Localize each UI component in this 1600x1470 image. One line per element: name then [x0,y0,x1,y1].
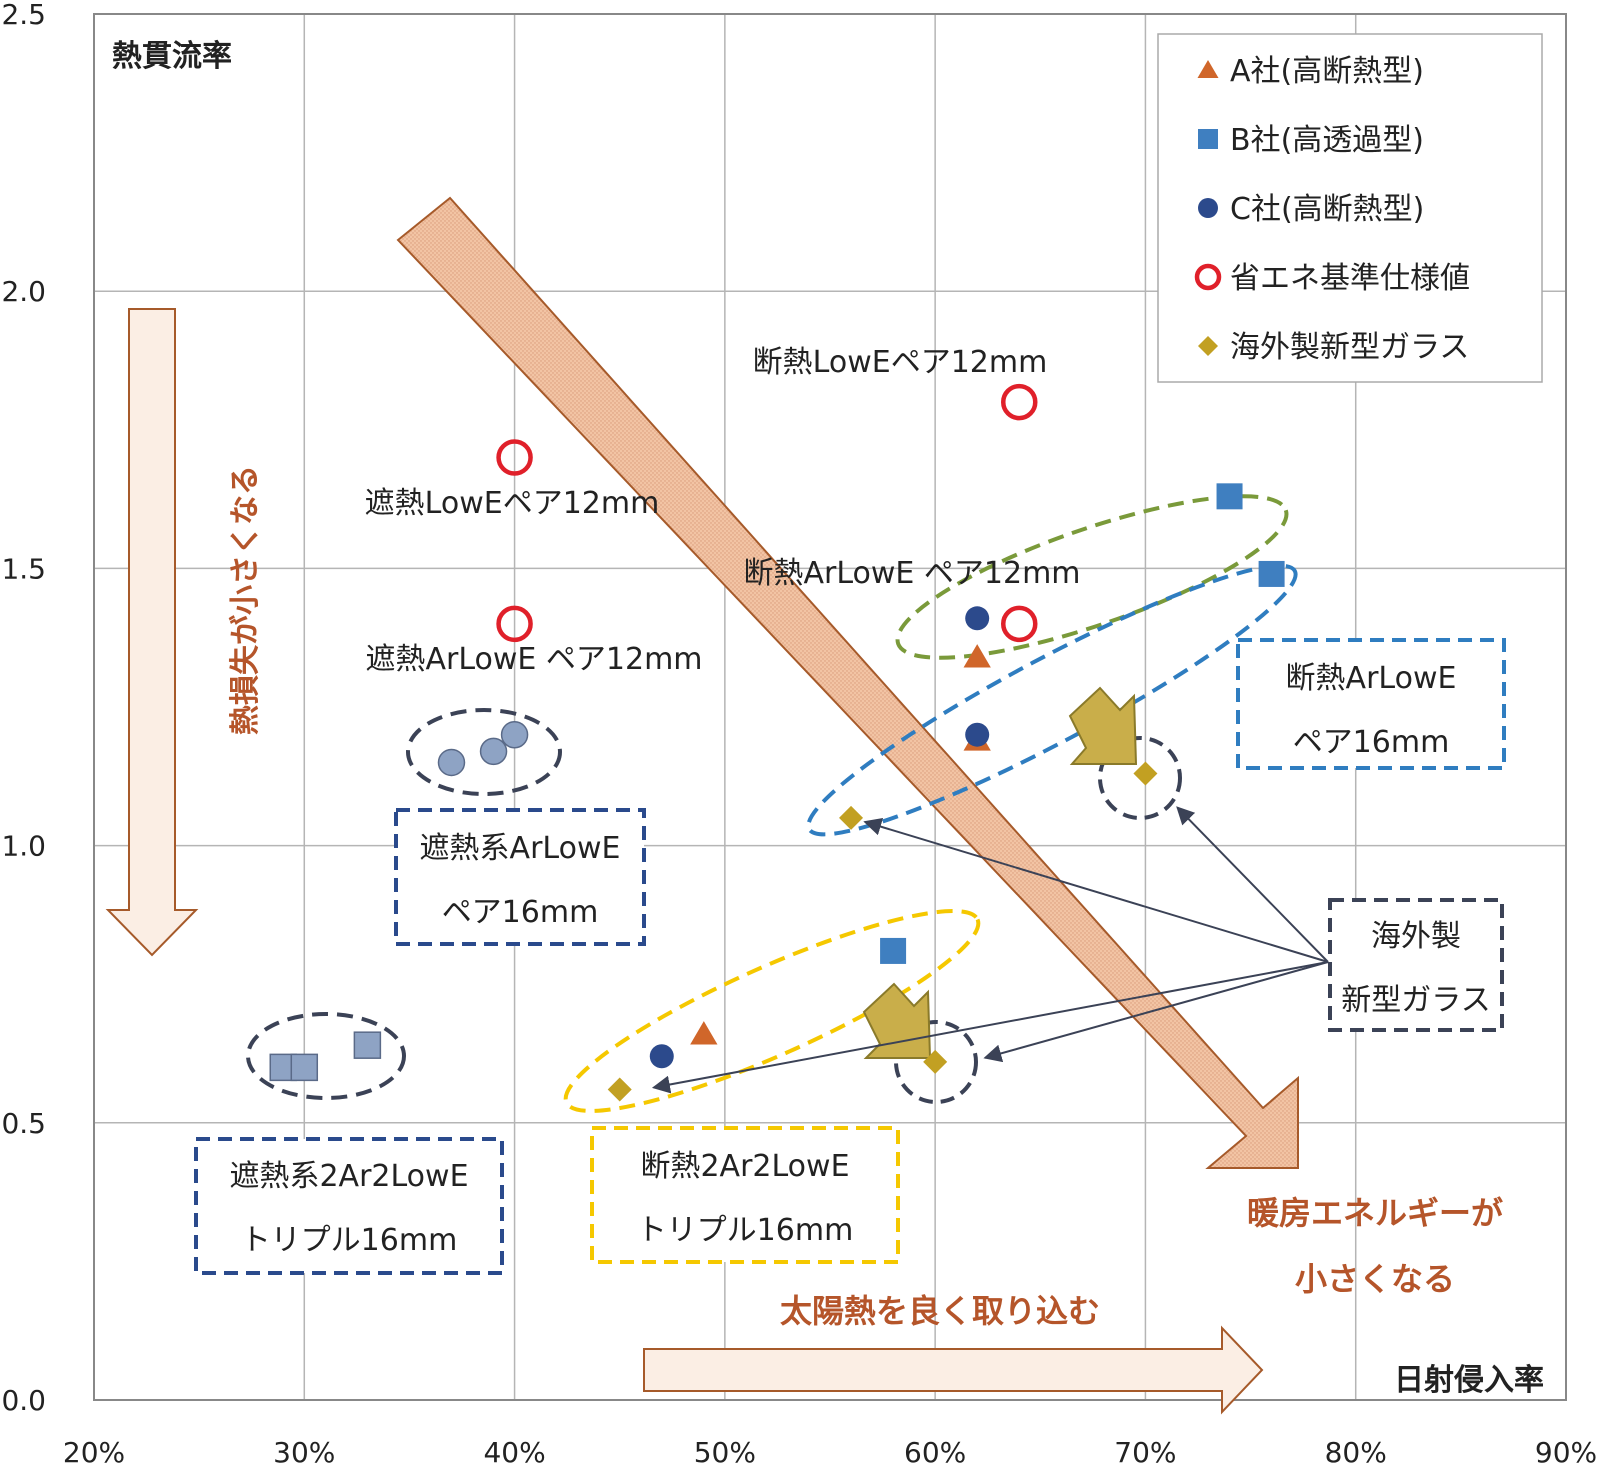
label-p4: 遮熱ArLowE ペア12mm [365,642,702,677]
legend-marker-0 [1197,60,1219,78]
label-p3: 断熱ArLowE ペア12mm [743,556,1080,591]
gray-square-point [353,1031,382,1059]
plot-frame [93,13,1567,1401]
y-tick-label: 2.5 [1,0,46,31]
box-2: 遮熱系ArLowE ペア16mm [394,808,646,946]
series-3-point [496,439,533,476]
legend-box [1157,33,1543,383]
label-p1: 断熱LowEペア12mm [753,345,1048,380]
connector-arrow [863,817,1329,963]
legend-marker-4 [1198,336,1218,356]
down-arrow-label: 熱損失が小さくなる [228,465,263,735]
legend-marker-3 [1194,263,1222,291]
series-4-point [607,1077,632,1102]
green-ellipse [895,494,1289,660]
legend-marker-1 [1198,129,1218,149]
legend-marker-2 [1198,198,1218,218]
box-5-line2: トリプル16mm [637,1213,854,1248]
box-2-line2: ペア16mm [442,895,599,930]
box-3-line2: 新型ガラス [1341,983,1490,1018]
gray-circle-point [437,748,466,777]
connector-arrow [651,961,1329,1094]
x-tick-label: 80% [1325,1436,1387,1469]
gray-circle-point [479,737,508,766]
x-axis-label: 日射侵入率 [1394,1363,1544,1398]
gold-arrow-1 [1068,686,1138,765]
y-tick-label: 1.0 [1,830,46,863]
x-tick-label: 60% [904,1436,966,1469]
gray-squares-ellipse [246,1012,406,1100]
series-2-point [965,722,990,747]
series-1-point [1258,560,1285,587]
series-2-point [965,606,990,631]
series-4-point [839,805,864,830]
gray-square-point [290,1053,319,1082]
box-1-line1: 断熱ArLowE [1286,661,1457,696]
series-2-point [649,1044,674,1069]
series-1-point [880,937,907,964]
blue-ellipse [806,563,1298,837]
diagonal-arrow [396,196,1299,1169]
box-4-line1: 遮熱系2Ar2LowE [229,1159,468,1194]
y-tick-label: 0.5 [1,1107,46,1140]
x-tick-label: 70% [1114,1436,1176,1469]
series-0-point [690,1021,718,1045]
box-1-line2: ペア16mm [1293,725,1450,760]
gray-circles-ellipse [406,708,562,796]
series-4-point [1133,761,1158,786]
series-0-point [963,644,991,668]
legend-label-3: 省エネ基準仕様値 [1230,261,1470,296]
right-arrow-label: 太陽熱を良く取り込む [780,1292,1100,1330]
highlight-circle-2 [894,1020,978,1104]
box-4-line2: トリプル16mm [241,1223,458,1258]
right-arrow [643,1325,1264,1415]
data-points [269,383,1285,1102]
gray-circle-point [500,720,529,749]
label-p2: 遮熱LowEペア12mm [365,486,660,521]
box-3-line1: 海外製 [1371,919,1461,954]
box-1: 断熱ArLowE ペア16mm [1236,638,1506,770]
x-tick-label: 40% [483,1436,545,1469]
legend-label-4: 海外製新型ガラス [1230,330,1469,365]
x-tick-labels: 20% 30% 40% 50% 60% 70% 80% 90% [63,1436,1597,1469]
series-1-point [1216,483,1243,510]
series-3-point [1001,383,1038,421]
legend-label-0: A社(高断熱型) [1230,54,1424,89]
down-arrow [105,308,199,957]
x-tick-label: 30% [273,1436,335,1469]
y-tick-label: 1.5 [1,552,46,585]
box-3: 海外製 新型ガラス [1328,898,1504,1032]
legend-label-1: B社(高透過型) [1230,123,1424,158]
x-tick-label: 50% [694,1436,756,1469]
box-4: 遮熱系2Ar2LowE トリプル16mm [194,1137,504,1275]
box-5-line1: 断熱2Ar2LowE [640,1149,849,1184]
connector-arrow [983,961,1329,1063]
y-tick-label: 0.0 [1,1384,46,1417]
y-axis-label: 熱貫流率 [112,39,232,74]
x-tick-label: 90% [1535,1436,1597,1469]
connector-arrows [651,806,1329,1094]
connector-arrow [1176,806,1329,963]
series-3-point [1001,605,1038,643]
y-tick-label: 2.0 [1,275,46,308]
series-3-point [496,605,533,643]
x-tick-label: 20% [63,1436,125,1469]
highlight-circle-1 [1098,736,1182,820]
y-tick-labels: 0.0 0.5 1.0 1.5 2.0 2.5 [1,0,46,1417]
series-4-point [923,1049,948,1074]
yellow-ellipse [563,909,981,1113]
box-2-line1: 遮熱系ArLowE [420,831,621,866]
legend-label-2: C社(高断熱型) [1230,192,1424,227]
diag-caption-line2: 小さくなる [1295,1260,1455,1298]
diag-caption-line1: 暖房エネルギーが [1247,1194,1503,1232]
box-5: 断熱2Ar2LowE トリプル16mm [590,1126,900,1264]
